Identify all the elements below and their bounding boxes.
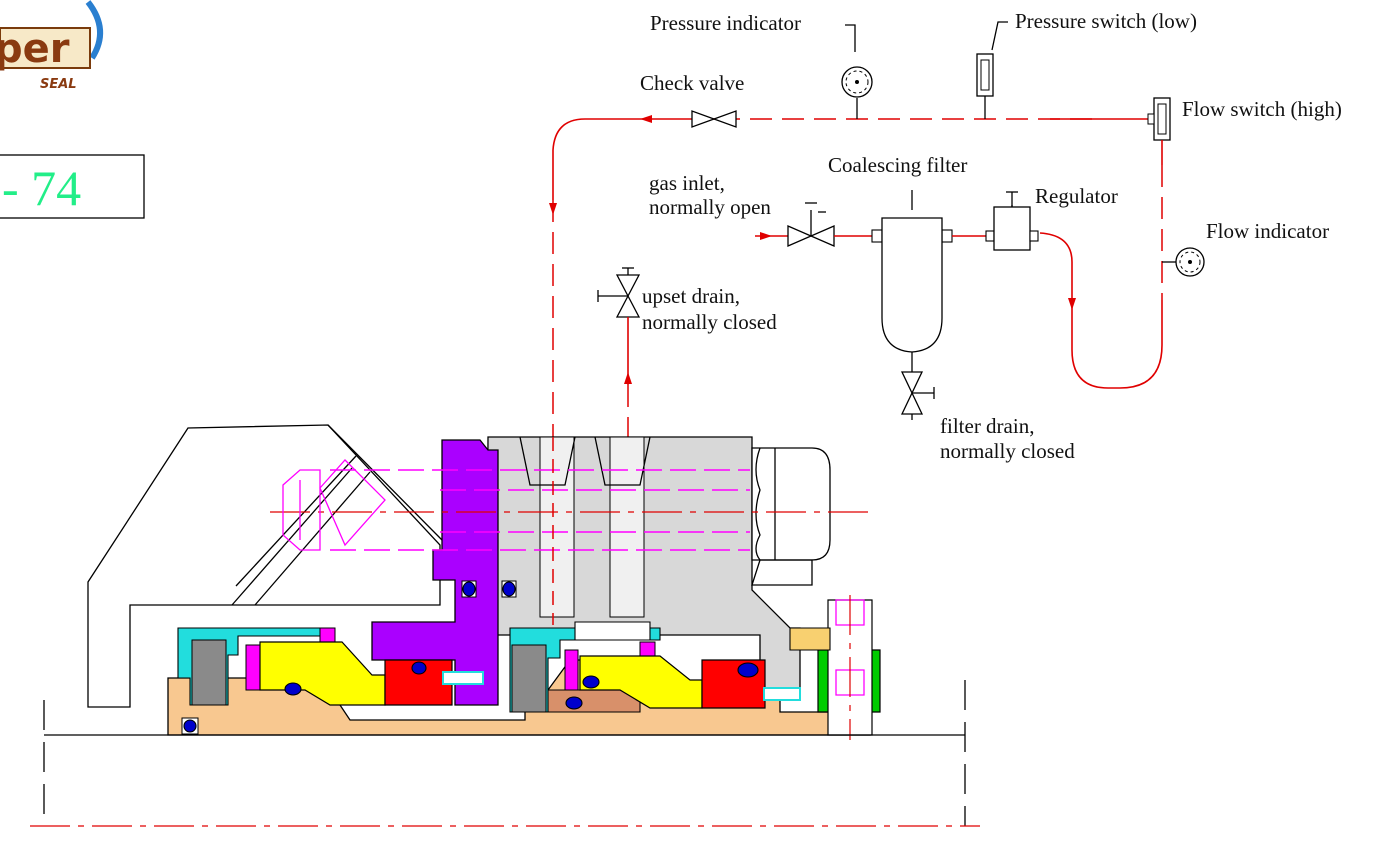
label-filter-drain-1: filter drain,	[940, 414, 1034, 438]
seal-assembly	[30, 424, 980, 827]
logo-brand-text: per	[0, 26, 70, 72]
label-filter-drain-2: normally closed	[940, 439, 1075, 463]
check-valve	[691, 110, 737, 128]
gland-purple	[371, 439, 499, 706]
label-pressure-switch-low: Pressure switch (low)	[1015, 9, 1197, 33]
label-flow-switch-high: Flow switch (high)	[1182, 97, 1342, 121]
pressure-switch-low	[976, 21, 1008, 119]
label-gas-inlet-1: gas inlet,	[649, 171, 725, 195]
flow-indicator	[1162, 247, 1205, 277]
label-gas-inlet-2: normally open	[649, 195, 771, 219]
o-rings	[181, 580, 759, 735]
gas-inlet-valve	[755, 202, 872, 247]
company-logo: per SEAL	[0, 0, 104, 92]
labels: Pressure indicator Pressure switch (low)…	[640, 9, 1342, 463]
coalescing-filter	[871, 190, 953, 420]
pressure-indicator	[841, 24, 873, 119]
label-upset-drain-1: upset drain,	[642, 284, 740, 308]
clamp-bracket	[87, 424, 441, 708]
label-flow-indicator: Flow indicator	[1206, 219, 1329, 243]
label-coalescing-filter: Coalescing filter	[828, 153, 967, 177]
flow-switch-high	[1147, 97, 1171, 141]
plan-number-box: - 74	[0, 154, 145, 219]
left-stationary-face	[384, 659, 453, 706]
logo-sub-text: SEAL	[40, 77, 77, 92]
shaft	[30, 680, 980, 827]
label-regulator: Regulator	[1035, 184, 1118, 208]
label-upset-drain-2: normally closed	[642, 310, 777, 334]
label-check-valve: Check valve	[640, 71, 744, 95]
plug-nut	[751, 447, 831, 561]
label-pressure-indicator: Pressure indicator	[650, 11, 801, 35]
regulator	[985, 191, 1039, 251]
plan-number-text: - 74	[2, 160, 81, 216]
